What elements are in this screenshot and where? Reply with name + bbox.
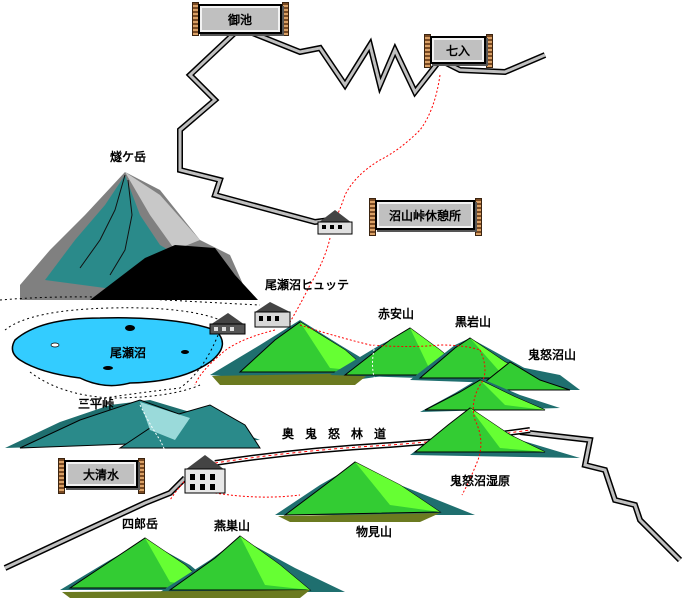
ozenuma-lake — [4, 307, 226, 399]
label-okukinu-rindo: 奥鬼怒林道 — [282, 427, 398, 441]
hiuchigatake-mountain — [20, 172, 258, 300]
secondary-trails — [139, 344, 376, 481]
sign-numayama-toge: 沼山峠休憩所 — [375, 200, 475, 230]
lakeside-hut — [209, 313, 246, 335]
road-southwest — [3, 475, 188, 571]
road-north — [177, 25, 547, 226]
label-monomiyama: 物見山 — [356, 525, 393, 539]
sign-post — [475, 198, 482, 236]
label-hiuchigatake: 燧ケ岳 — [110, 150, 147, 164]
sign-shichi-iri: 七入 — [430, 36, 486, 64]
numayama-hut — [317, 210, 353, 235]
sign-post — [138, 458, 145, 494]
hiking-trail — [169, 74, 486, 501]
southwest-peaks — [60, 535, 345, 598]
ozenuma-hutte — [254, 302, 291, 328]
label-sanpei-toge: 三平峠 — [78, 397, 115, 411]
central-range — [210, 320, 580, 458]
sign-mi-ike: 御池 — [198, 4, 282, 34]
monomiyama-mountain — [275, 461, 475, 522]
sign-oshimizu: 大清水 — [64, 460, 138, 488]
label-shirodake: 四郎岳 — [122, 517, 159, 531]
sanpei-range — [5, 399, 261, 449]
label-kinunumayama: 鬼怒沼山 — [528, 348, 577, 362]
sign-post — [486, 34, 493, 68]
label-kuroiwayama: 黒岩山 — [455, 315, 492, 329]
label-ozenuma-hutte: 尾瀬沼ヒュッテ — [265, 278, 350, 292]
label-tsubakurayama: 燕巣山 — [214, 519, 251, 533]
area-boundary — [0, 296, 261, 403]
sign-post — [282, 2, 289, 36]
oshimizu-hut — [184, 455, 226, 494]
label-sekiansan: 赤安山 — [378, 307, 415, 321]
label-ozenuma: 尾瀬沼 — [110, 346, 147, 360]
label-kinunuma-shitsugen: 鬼怒沼湿原 — [450, 474, 511, 488]
road-southeast — [519, 429, 683, 563]
